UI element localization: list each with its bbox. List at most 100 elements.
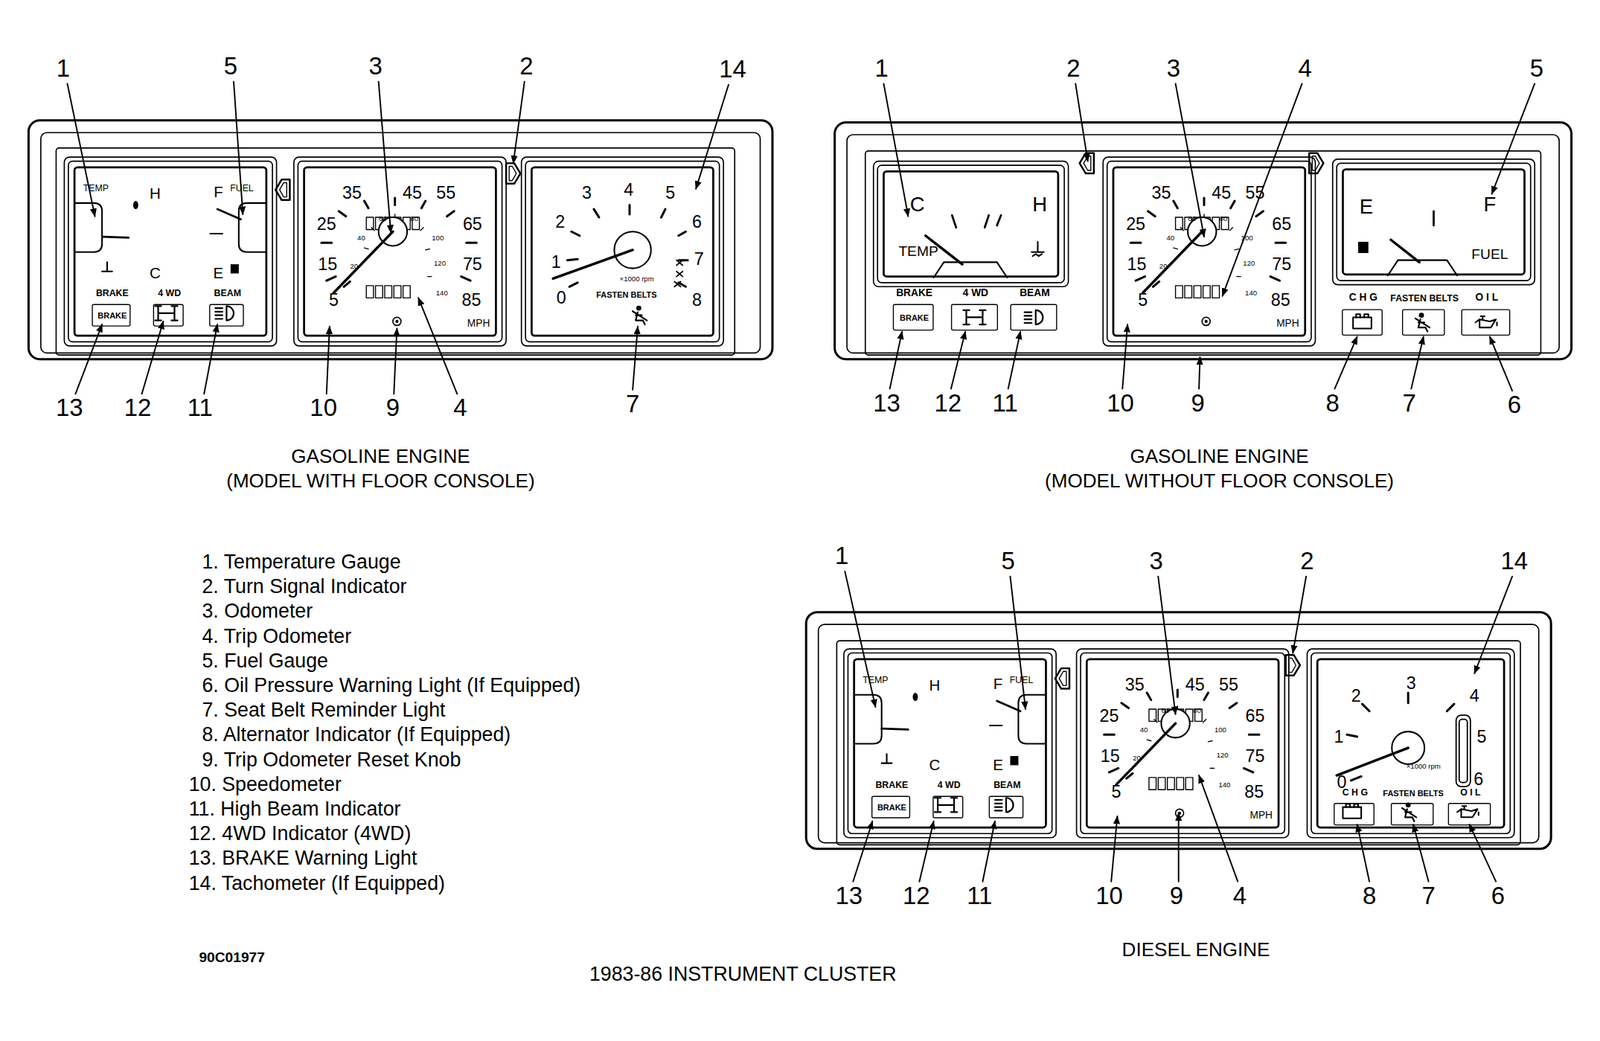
cluster-illustration bbox=[1415, 312, 1430, 332]
gauge-frame bbox=[1102, 157, 1315, 347]
dial-text: 25 bbox=[1099, 707, 1119, 725]
dial-text: 75 bbox=[1271, 255, 1292, 273]
engine-caption: DIESEL ENGINE bbox=[1122, 940, 1271, 960]
gauge-frame bbox=[293, 157, 507, 347]
legend-entry: 2. Turn Signal Indicator bbox=[201, 576, 407, 597]
callout-number: 4 bbox=[1233, 883, 1247, 908]
dial-text: 120 bbox=[433, 259, 446, 268]
dial-text: 40 bbox=[1140, 726, 1149, 734]
leader-line bbox=[418, 297, 457, 394]
callout-number: 1 bbox=[56, 55, 70, 81]
fuel-gauge: EFFUEL bbox=[1341, 168, 1526, 276]
gauge-frame bbox=[1332, 159, 1535, 286]
legend-entry: 11. High Beam Indicator bbox=[189, 799, 402, 820]
dial-text: 85 bbox=[1244, 782, 1264, 800]
warning-light: O I L bbox=[1448, 802, 1492, 826]
callout-number: 4 bbox=[1298, 55, 1312, 81]
cluster-illustration bbox=[1475, 316, 1498, 328]
callout-number: 8 bbox=[1362, 883, 1376, 908]
cluster-illustration bbox=[552, 205, 688, 288]
dial-text: 75 bbox=[1245, 747, 1266, 765]
callout-number: 2 bbox=[1066, 55, 1080, 81]
cluster-bezel: DIESEL ENGINETEMPHFFUELCEBRAKEBRAKE4 WDB… bbox=[805, 612, 1551, 850]
speedometer-dial: 3545552565157558520406080100120140MPH bbox=[1085, 657, 1280, 829]
dial-text: H bbox=[929, 677, 941, 693]
legend-entry: 9. Trip Odometer Reset Knob bbox=[201, 750, 461, 771]
dial-text: MPH bbox=[1276, 318, 1299, 329]
lamp-label: FASTEN BELTS bbox=[1390, 294, 1459, 304]
dial-text: ×1000 rpm bbox=[1406, 762, 1441, 771]
dial-text: 140 bbox=[1245, 289, 1257, 297]
gauge-frame bbox=[1306, 648, 1514, 838]
callout-number: 11 bbox=[992, 390, 1019, 416]
dial-text: 100 bbox=[1241, 234, 1254, 242]
gauge-frame bbox=[297, 161, 502, 343]
callout-number: 1 bbox=[875, 55, 889, 81]
gauge-frame bbox=[525, 161, 720, 343]
warning-light: O I L bbox=[1461, 308, 1511, 336]
leader-line bbox=[883, 83, 908, 216]
lamp-label: BEAM bbox=[1019, 288, 1050, 299]
dial-text: 60 bbox=[1161, 706, 1170, 715]
dial-text: F bbox=[993, 675, 1004, 692]
lamp-label: 4 WD bbox=[157, 289, 181, 299]
leader-line bbox=[1489, 336, 1513, 391]
callout-number: 2 bbox=[1300, 549, 1314, 574]
dial-text: 85 bbox=[462, 290, 482, 309]
dial-text: 5 bbox=[1111, 782, 1122, 800]
gauge-frame bbox=[64, 157, 277, 347]
cluster-illustration bbox=[855, 692, 1045, 766]
cluster-illustration bbox=[1055, 668, 1070, 689]
cluster-illustration bbox=[1104, 689, 1260, 818]
dial-text: 40 bbox=[357, 234, 366, 242]
leader-line bbox=[1292, 576, 1307, 654]
lamp-label: C H G bbox=[1349, 293, 1378, 304]
callout-number: 12 bbox=[934, 390, 963, 416]
dial-text: 15 bbox=[1127, 255, 1147, 273]
warning-light: 4 WD bbox=[153, 304, 184, 327]
gauge-frame bbox=[1080, 653, 1285, 835]
engine-caption: (MODEL WITH FLOOR CONSOLE) bbox=[226, 471, 535, 491]
leader-line bbox=[1157, 576, 1176, 715]
leader-line bbox=[66, 81, 1535, 882]
leader-line bbox=[1410, 336, 1423, 389]
dial-text: 25 bbox=[317, 215, 337, 233]
engine-caption: GASOLINE ENGINE bbox=[1129, 446, 1309, 466]
leader-line bbox=[75, 324, 102, 394]
leader-line bbox=[378, 81, 391, 233]
callout-number: 7 bbox=[625, 392, 640, 417]
legend-entry: 6. Oil Pressure Warning Light (If Equipp… bbox=[201, 675, 581, 696]
callout-number: 6 bbox=[1507, 392, 1522, 418]
leader-line bbox=[695, 84, 729, 190]
leader-line bbox=[66, 83, 95, 216]
leader-line bbox=[1334, 336, 1357, 389]
callout-number: 9 bbox=[386, 395, 400, 421]
lamp-label: BRAKE bbox=[96, 289, 129, 299]
lamp-label: BRAKE bbox=[97, 312, 127, 321]
cluster-illustration bbox=[154, 305, 178, 320]
dial-text: 65 bbox=[1245, 707, 1266, 725]
dial-text: 45 bbox=[1211, 183, 1231, 201]
cluster-bezel bbox=[818, 624, 1539, 843]
leader-line bbox=[982, 821, 995, 882]
warning-light: 4 WD bbox=[932, 796, 963, 819]
lamp-label: O I L bbox=[1475, 293, 1499, 304]
dial-text: MPH bbox=[1250, 810, 1273, 821]
gauge-frame bbox=[1336, 162, 1531, 281]
tachometer-dial: 0123456×1000 rpmC H GFASTEN BELTSO I L bbox=[1316, 657, 1506, 829]
dial-text: 3 bbox=[1406, 674, 1417, 693]
callout-number: 10 bbox=[309, 395, 338, 421]
dial-text: 120 bbox=[1216, 751, 1229, 760]
dial-text: 15 bbox=[1100, 747, 1120, 765]
legend-entry: 8. Alternator Indicator (If Equipped) bbox=[201, 724, 511, 745]
cluster-bezel bbox=[834, 122, 1572, 360]
cluster-illustration bbox=[1402, 802, 1417, 821]
lamp-label: BRAKE bbox=[896, 288, 933, 299]
dial-text: 2 bbox=[555, 213, 565, 231]
dial-text: 60 bbox=[378, 215, 387, 223]
callout-number: 2 bbox=[519, 54, 533, 79]
lamp-label: C H G bbox=[1342, 788, 1368, 798]
dial-text: 80 bbox=[1192, 706, 1202, 715]
speedometer-dial: 3545552565157558520406080100120140MPH bbox=[302, 166, 498, 338]
gauge-frame bbox=[68, 161, 273, 343]
